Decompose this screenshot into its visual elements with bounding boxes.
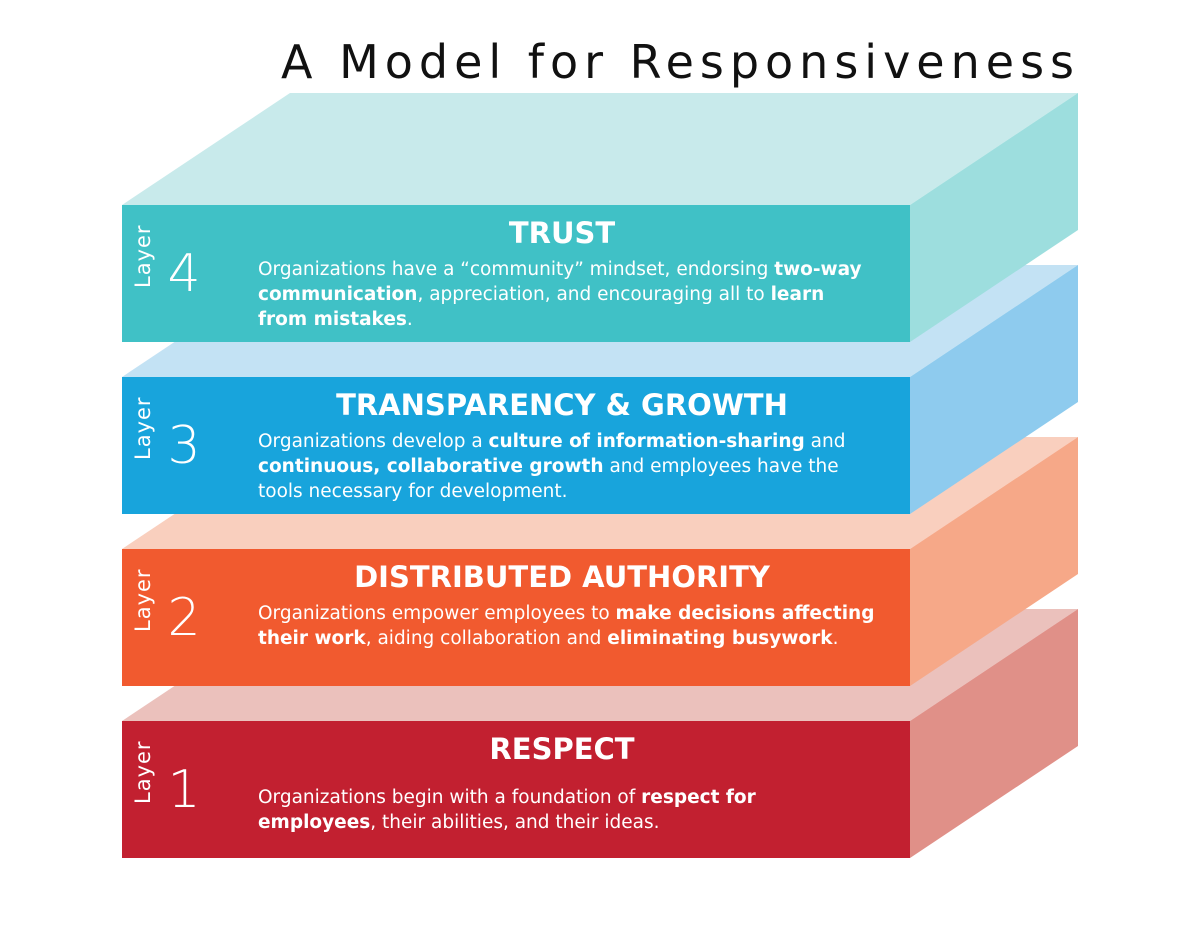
slab-side-distributed-authority: [910, 437, 1078, 686]
slab-side-trust: [910, 93, 1078, 342]
layer-description: Organizations empower employees to make …: [258, 601, 878, 651]
layer-number: 2: [167, 588, 201, 648]
layer-number: 3: [167, 416, 201, 476]
description-segment: Organizations empower employees to: [258, 603, 616, 624]
description-segment: Organizations have a “community” mindset…: [258, 259, 775, 280]
description-segment: , appreciation, and encouraging all to: [417, 284, 771, 305]
layer-word-label: Layer: [131, 396, 155, 460]
layer-heading: TRUST: [508, 216, 616, 250]
description-segment: make decisions affecting their work: [258, 603, 875, 649]
description-segment: , their abilities, and their ideas.: [370, 812, 660, 833]
layer-heading: RESPECT: [489, 732, 635, 766]
layer-transparency-growth: Layer 3 TRANSPARENCY & GROWTH Organizati…: [122, 377, 910, 514]
layer-heading: TRANSPARENCY & GROWTH: [336, 388, 788, 422]
layer-number: 1: [167, 760, 201, 820]
layer-word-label: Layer: [131, 568, 155, 632]
slab-side-transparency-growth: [910, 265, 1078, 514]
description-segment: and: [804, 431, 846, 452]
description-segment: eliminating busywork: [607, 628, 833, 649]
description-segment: Organizations develop a: [258, 431, 489, 452]
description-segment: .: [406, 309, 413, 330]
layer-word-label: Layer: [131, 224, 155, 288]
slab-side-respect: [910, 609, 1078, 858]
description-segment: Organizations begin with a foundation of: [258, 787, 642, 808]
description-segment: two-way communication: [258, 259, 862, 305]
description-segment: continuous, collaborative growth: [258, 456, 604, 477]
layer-description: Organizations develop a culture of infor…: [258, 429, 878, 504]
layer-number: 4: [167, 244, 201, 304]
page-title: A Model for Responsiveness: [280, 35, 1080, 89]
layer-description: Organizations have a “community” mindset…: [258, 257, 878, 332]
description-segment: culture of information-sharing: [488, 431, 805, 452]
description-segment: .: [832, 628, 839, 649]
slab-top-trust: [122, 93, 1078, 205]
description-segment: respect for employees: [258, 787, 756, 833]
description-segment: and employees have the tools necessary f…: [258, 456, 839, 502]
layer-description: Organizations begin with a foundation of…: [258, 785, 878, 835]
layer-word-label: Layer: [131, 740, 155, 804]
layer-distributed-authority: Layer 2 DISTRIBUTED AUTHORITY Organizati…: [122, 549, 910, 686]
layer-heading: DISTRIBUTED AUTHORITY: [354, 560, 770, 594]
layer-respect: Layer 1 RESPECT Organizations begin with…: [122, 721, 910, 858]
layer-trust: Layer 4 TRUST Organizations have a “comm…: [122, 205, 910, 342]
description-segment: learn from mistakes: [258, 284, 825, 330]
description-segment: , aiding collaboration and: [365, 628, 608, 649]
